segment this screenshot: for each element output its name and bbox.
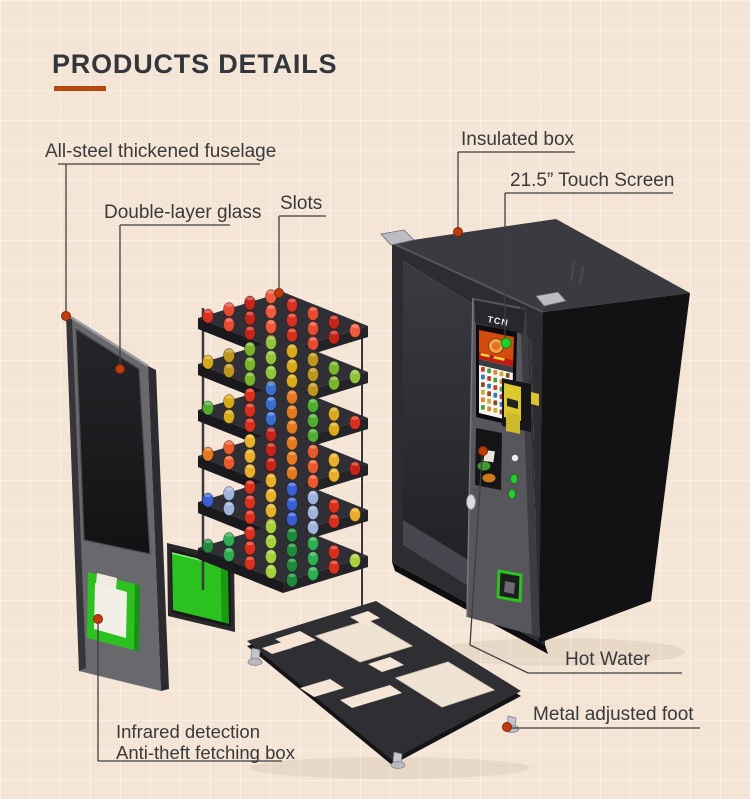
shelf-stack (198, 289, 368, 608)
hinge-top (380, 229, 415, 246)
leader-line-hot-water (469, 455, 682, 674)
pickup-window (496, 569, 523, 603)
page-title: PRODUCTS DETAILS (52, 49, 338, 79)
fetching-box-window (87, 572, 140, 652)
marker-touch-screen (500, 337, 512, 349)
label-infrared-detection: Infrared detection (116, 721, 260, 742)
label-fetching-box: Infrared detection Anti-theft fetching b… (116, 721, 295, 763)
leader-line-fuselage (58, 163, 260, 311)
leader-line-fetching-box (97, 624, 282, 762)
shelf-tray-6 (198, 519, 368, 593)
cabinet-shadow (435, 638, 685, 666)
base-shadow (250, 757, 530, 779)
title-accent-bar (54, 86, 106, 91)
door-handle (466, 494, 476, 510)
mesh-panel-1 (314, 619, 414, 663)
leader-line-slots (278, 215, 326, 288)
label-hot-water: Hot Water (565, 649, 650, 670)
leader-line-touch-screen (504, 192, 673, 337)
green-button-2 (507, 488, 517, 500)
control-panel: TCN (466, 297, 540, 637)
label-glass: Double-layer glass (104, 202, 262, 223)
label-insulated-box: Insulated box (461, 129, 575, 150)
marker-insulated-box (453, 227, 463, 237)
label-adjust-foot: Metal adjusted foot (533, 704, 694, 725)
part-markers (61, 227, 512, 732)
base-frame (247, 601, 521, 769)
marker-fuselage (61, 311, 71, 321)
label-slots: Slots (280, 193, 323, 214)
brand-logo: TCN (487, 314, 510, 328)
leader-line-glass (119, 224, 230, 364)
green-button-1 (509, 473, 519, 485)
glass-window (76, 329, 150, 554)
leader-lines (58, 151, 700, 762)
round-button (511, 454, 519, 462)
hot-water-dispenser (475, 428, 502, 490)
marker-glass (115, 364, 125, 374)
marker-hot-water (478, 446, 488, 456)
door-frame (65, 312, 169, 691)
hinge-mid (535, 291, 567, 307)
mesh-panel-2 (394, 661, 496, 708)
label-touch-screen: 21.5” Touch Screen (510, 170, 675, 191)
marker-fetching-box (93, 614, 103, 624)
label-anti-theft-box: Anti-theft fetching box (116, 741, 295, 763)
cabinet-top (392, 219, 690, 312)
marker-adjust-foot (502, 722, 512, 732)
leader-line-insulated-box (457, 151, 575, 227)
marker-slots (274, 288, 284, 298)
label-fuselage: All-steel thickened fuselage (45, 141, 277, 162)
cabinet: TCN (380, 219, 690, 654)
brand-panel (474, 300, 525, 334)
cabinet-side (539, 293, 690, 643)
card-reader (502, 378, 539, 434)
